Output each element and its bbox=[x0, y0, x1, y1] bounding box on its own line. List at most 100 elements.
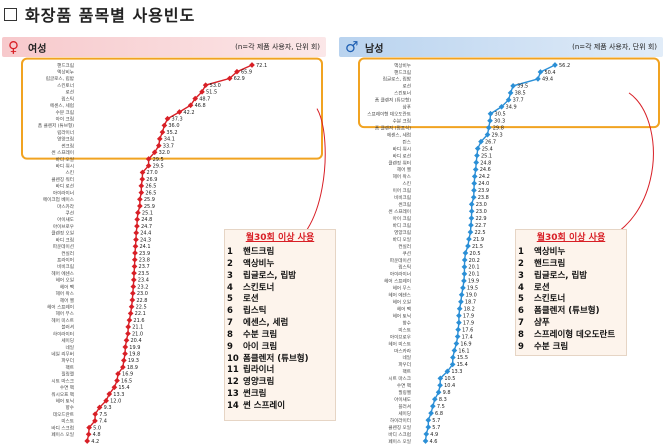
female-data-point bbox=[131, 270, 137, 276]
female-data-point bbox=[164, 115, 171, 122]
male-category-label: 바디 스크럽 bbox=[388, 431, 411, 438]
male-value-label: 19.9 bbox=[468, 279, 479, 285]
page-title: 화장품 품목별 사용빈도 bbox=[25, 6, 196, 25]
female-data-point bbox=[151, 149, 158, 156]
female-category-label: 하이라이터 bbox=[53, 330, 74, 337]
female-category-label: 클렌징 워터 bbox=[51, 176, 74, 183]
female-value-label: 27.0 bbox=[147, 170, 158, 176]
ranking-label: 스킨토너 bbox=[243, 282, 275, 293]
female-value-label: 23.4 bbox=[138, 278, 149, 284]
female-data-point bbox=[114, 377, 120, 384]
male-value-label: 17.9 bbox=[463, 313, 474, 319]
male-value-label: 23.0 bbox=[476, 202, 487, 208]
female-data-point bbox=[159, 129, 166, 135]
female-data-point bbox=[106, 391, 113, 397]
ranking-label: 영양크림 bbox=[243, 377, 275, 388]
female-category-label: 바디 로션 bbox=[56, 183, 74, 190]
male-data-point bbox=[485, 124, 492, 131]
male-data-point bbox=[437, 375, 444, 382]
male-category-label: 핸드크림 bbox=[394, 69, 411, 76]
female-value-label: 7.5 bbox=[99, 412, 107, 418]
male-category-label: 에센스, 세럼 bbox=[387, 131, 411, 138]
female-data-point bbox=[92, 418, 98, 424]
male-category-label: 로션 bbox=[403, 83, 411, 90]
male-connector-line bbox=[570, 92, 654, 250]
female-value-label: 19.3 bbox=[128, 358, 139, 364]
male-data-point bbox=[431, 396, 438, 403]
female-data-point bbox=[115, 371, 121, 377]
male-data-point bbox=[425, 417, 432, 423]
female-data-point bbox=[137, 196, 143, 203]
male-value-label: 56.2 bbox=[559, 63, 570, 69]
female-data-point bbox=[122, 350, 128, 357]
male-category-label: 수분 크림 bbox=[393, 118, 411, 125]
ranking-label: 썬크림 bbox=[243, 389, 267, 400]
page-title-row: 화장품 품목별 사용빈도 bbox=[4, 2, 195, 26]
female-category-label: 네일 리무버 bbox=[51, 351, 74, 358]
male-category-label: 헤어 무스 bbox=[393, 285, 411, 292]
male-data-point bbox=[471, 173, 478, 180]
female-category-label: 팩트 bbox=[66, 365, 74, 371]
male-data-point bbox=[461, 278, 467, 284]
ranking-label: 수분 크림 bbox=[534, 341, 569, 352]
female-value-label: 62.9 bbox=[234, 76, 245, 82]
female-data-point bbox=[133, 230, 140, 236]
ranking-number: 6 bbox=[227, 306, 233, 317]
female-data-point bbox=[133, 236, 139, 243]
male-category-label: 파운데이션 bbox=[390, 257, 411, 264]
female-data-point bbox=[92, 411, 99, 417]
male-value-label: 20.1 bbox=[468, 265, 479, 271]
male-data-point bbox=[423, 431, 430, 437]
ranking-number: 2 bbox=[227, 258, 233, 269]
ranking-number: 2 bbox=[518, 258, 524, 269]
female-value-label: 23.7 bbox=[139, 264, 150, 270]
ranking-number: 14 bbox=[227, 400, 239, 411]
ranking-label: 폼클렌저 (튜브형) bbox=[534, 306, 600, 317]
male-value-label: 20.5 bbox=[469, 251, 480, 257]
male-category-label: 폼 클렌저 (튜브형) bbox=[375, 97, 411, 104]
ranking-number: 9 bbox=[518, 341, 524, 352]
male-data-point bbox=[474, 145, 481, 152]
male-category-label: 클렌징 워터 bbox=[388, 159, 411, 166]
male-data-point bbox=[462, 250, 469, 256]
male-data-point bbox=[468, 201, 475, 208]
male-value-label: 38.5 bbox=[515, 91, 526, 97]
male-value-label: 22.7 bbox=[475, 223, 486, 229]
male-value-label: 50.4 bbox=[544, 70, 555, 76]
male-data-point bbox=[507, 90, 514, 96]
male-category-label: 립글로스, 립밤 bbox=[383, 76, 412, 83]
female-category-label: 비비크림 bbox=[57, 263, 74, 270]
male-value-label: 5.7 bbox=[432, 418, 440, 424]
ranking-label: 립스틱 bbox=[243, 306, 267, 317]
female-category-label: 아이브로우 bbox=[53, 223, 74, 230]
female-category-label: 바디 워시 bbox=[56, 163, 74, 170]
male-value-label: 29.8 bbox=[493, 125, 504, 131]
male-value-label: 24.8 bbox=[480, 160, 491, 166]
male-category-label: 이어 크림 bbox=[393, 187, 411, 194]
male-data-point bbox=[460, 284, 466, 291]
male-category-label: 스킨 bbox=[403, 180, 411, 187]
female-data-point bbox=[132, 243, 139, 250]
ranking-number: 7 bbox=[227, 318, 233, 329]
female-data-point bbox=[137, 203, 143, 209]
female-value-label: 24.3 bbox=[140, 237, 151, 243]
male-data-point bbox=[471, 180, 478, 187]
male-category-label: 샴푸 bbox=[403, 104, 411, 111]
male-data-point bbox=[461, 271, 468, 277]
male-value-label: 10.5 bbox=[444, 376, 455, 382]
female-value-label: 53.0 bbox=[210, 83, 221, 89]
male-value-label: 29.3 bbox=[492, 132, 503, 138]
male-value-label: 17.4 bbox=[462, 334, 473, 340]
female-value-label: 36.0 bbox=[168, 123, 179, 129]
ranking-label: 스킨토너 bbox=[534, 294, 566, 305]
male-data-point bbox=[461, 257, 468, 263]
female-category-label: 로션 bbox=[66, 89, 74, 96]
female-category-label: 바디 오일 bbox=[56, 156, 74, 163]
male-value-label: 16.1 bbox=[458, 348, 469, 354]
female-data-point bbox=[156, 136, 163, 142]
male-data-point bbox=[449, 361, 456, 368]
female-value-label: 22.1 bbox=[135, 311, 146, 317]
female-data-point bbox=[120, 364, 126, 370]
male-data-point bbox=[453, 340, 460, 347]
